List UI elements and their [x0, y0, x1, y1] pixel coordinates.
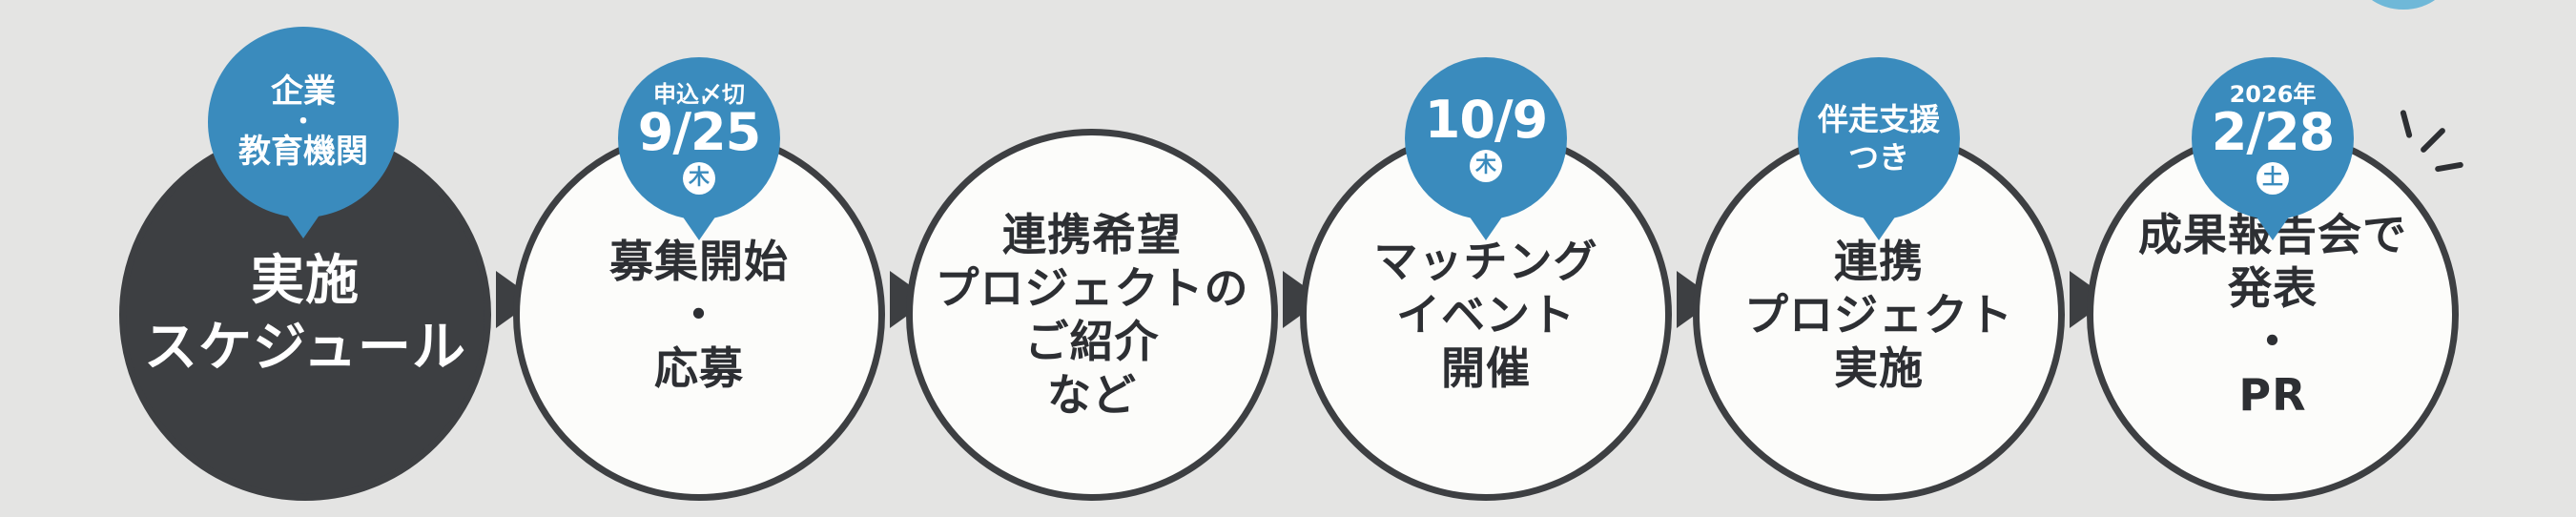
step-circle-report: 成果報告会で 発表 ・ PR — [2087, 129, 2459, 501]
bubble-caption: 申込〆切 — [653, 80, 745, 108]
step-label: 実施 スケジュール — [143, 250, 467, 379]
bubble-line: 企業 — [271, 72, 336, 112]
step-circle-introduction: 連携希望 プロジェクトの ご紹介 など — [906, 129, 1278, 501]
step-bubble-participants: 企業 ・ 教育機関 — [208, 27, 399, 217]
sparkle-icon — [2434, 161, 2464, 173]
step-circle-project: 連携 プロジェクト 実施 — [1693, 129, 2065, 501]
bubble-line: 教育機関 — [238, 133, 368, 172]
decorative-circle — [2356, 0, 2451, 10]
bubble-line: ・ — [290, 107, 316, 136]
bubble-text: 伴走支援 つき — [1817, 101, 1940, 176]
bubble-date: 9/25 — [637, 102, 761, 163]
sparkle-icon — [2400, 109, 2413, 139]
bubble-weekday: 木 — [683, 162, 715, 196]
step-bubble-support: 伴走支援 つき — [1798, 57, 1960, 219]
step-bubble-event-date: 10/9 木 — [1405, 57, 1567, 219]
bubble-date: 2/28 — [2211, 102, 2335, 163]
bubble-weekday: 木 — [1470, 150, 1502, 182]
sparkle-icon — [2419, 126, 2447, 155]
step-bubble-report-date: 2026年 2/28 土 — [2192, 57, 2354, 219]
bubble-date: 10/9 — [1424, 90, 1548, 150]
step-label: 連携希望 プロジェクトの ご紹介 など — [935, 208, 1249, 422]
step-label: 募集開始 ・ 応募 — [609, 235, 789, 395]
step-bubble-deadline: 申込〆切 9/25 木 — [618, 57, 780, 219]
step-label: マッチング イベント 開催 — [1373, 235, 1598, 395]
bubble-caption: 2026年 — [2229, 80, 2317, 108]
step-label: 連携 プロジェクト 実施 — [1744, 235, 2013, 395]
bubble-weekday: 土 — [2257, 162, 2289, 196]
